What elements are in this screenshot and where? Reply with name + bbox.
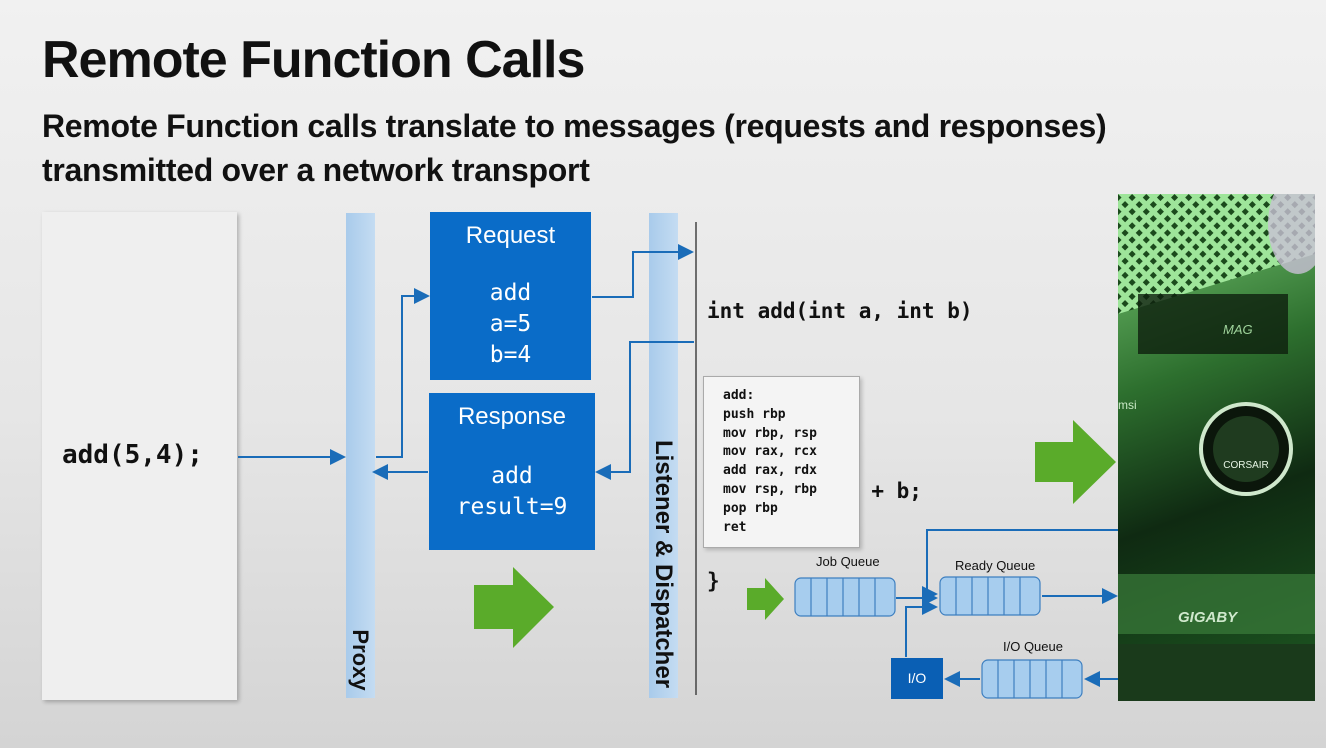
green-arrow-small (747, 578, 784, 620)
io-queue-body (981, 659, 1083, 699)
slide-title: Remote Function Calls (42, 31, 585, 89)
job-queue-body (794, 577, 896, 617)
mag-label: MAG (1223, 322, 1253, 337)
request-line: add (489, 280, 532, 306)
job-queue (794, 577, 896, 617)
green-arrow-large (474, 567, 554, 648)
listener-bar (649, 213, 678, 698)
io-to-ready-arrow (905, 599, 938, 657)
asm-line: add: (723, 388, 755, 403)
code-line: int add(int a, int b) (707, 299, 973, 323)
response-box: Response add result=9 (429, 393, 595, 550)
server-to-response-arrow (595, 341, 694, 480)
response-line: result=9 (456, 494, 568, 520)
job-queue-label: Job Queue (816, 554, 880, 569)
asm-line: mov rax, rcx (723, 444, 817, 460)
request-body: add a=5 b=4 (430, 278, 591, 371)
response-title: Response (457, 403, 567, 430)
cooler-inner (1213, 416, 1279, 482)
asm-line: mov rbp, rsp (723, 425, 817, 441)
proxy-to-request-arrow (376, 288, 430, 458)
ready-queue-body (939, 576, 1041, 616)
pc-photo-art: MAG msi CORSAIR GIGABY (1118, 194, 1315, 701)
io-queue-label: I/O Queue (1003, 639, 1063, 654)
asm-line: add rax, rdx (723, 463, 817, 479)
slide-subtitle: Remote Function calls translate to messa… (42, 108, 1107, 188)
ready-queue-label: Ready Queue (955, 558, 1036, 573)
io-queue (981, 659, 1083, 699)
cable-shape (1268, 194, 1315, 274)
asm-line: pop rbp (723, 500, 778, 516)
io-box: I/O (891, 658, 943, 699)
asm-line: ret (723, 519, 747, 535)
gpu-shroud (1118, 574, 1315, 634)
pc-photo: MAG msi CORSAIR GIGABY (1118, 194, 1315, 701)
gigabyte-label: GIGABY (1178, 609, 1239, 626)
photo-to-ready-arrow (922, 529, 1118, 602)
response-body: add result=9 (429, 461, 595, 523)
corsair-label: CORSAIR (1223, 460, 1269, 471)
fan-mesh (1118, 194, 1315, 314)
assembly-box: add: push rbp mov rbp, rsp mov rax, rcx … (703, 376, 860, 548)
request-box: Request add a=5 b=4 (430, 212, 591, 380)
request-to-server-arrow (592, 244, 694, 298)
case-bottom (1118, 644, 1315, 701)
request-title: Request (465, 222, 556, 249)
asm-line: push rbp (723, 406, 786, 422)
green-arrow-photo (1035, 420, 1116, 504)
asm-line: mov rsp, rbp (723, 481, 817, 497)
request-line: b=4 (489, 342, 532, 368)
response-line: add (491, 463, 533, 489)
client-call-code: add(5,4); (62, 440, 203, 470)
ready-queue (939, 576, 1041, 616)
proxy-bar (346, 213, 375, 698)
msi-label: msi (1118, 398, 1137, 412)
request-line: a=5 (489, 311, 532, 337)
client-panel (42, 212, 237, 700)
motherboard-dark (1138, 294, 1288, 354)
code-line: } (707, 569, 720, 593)
